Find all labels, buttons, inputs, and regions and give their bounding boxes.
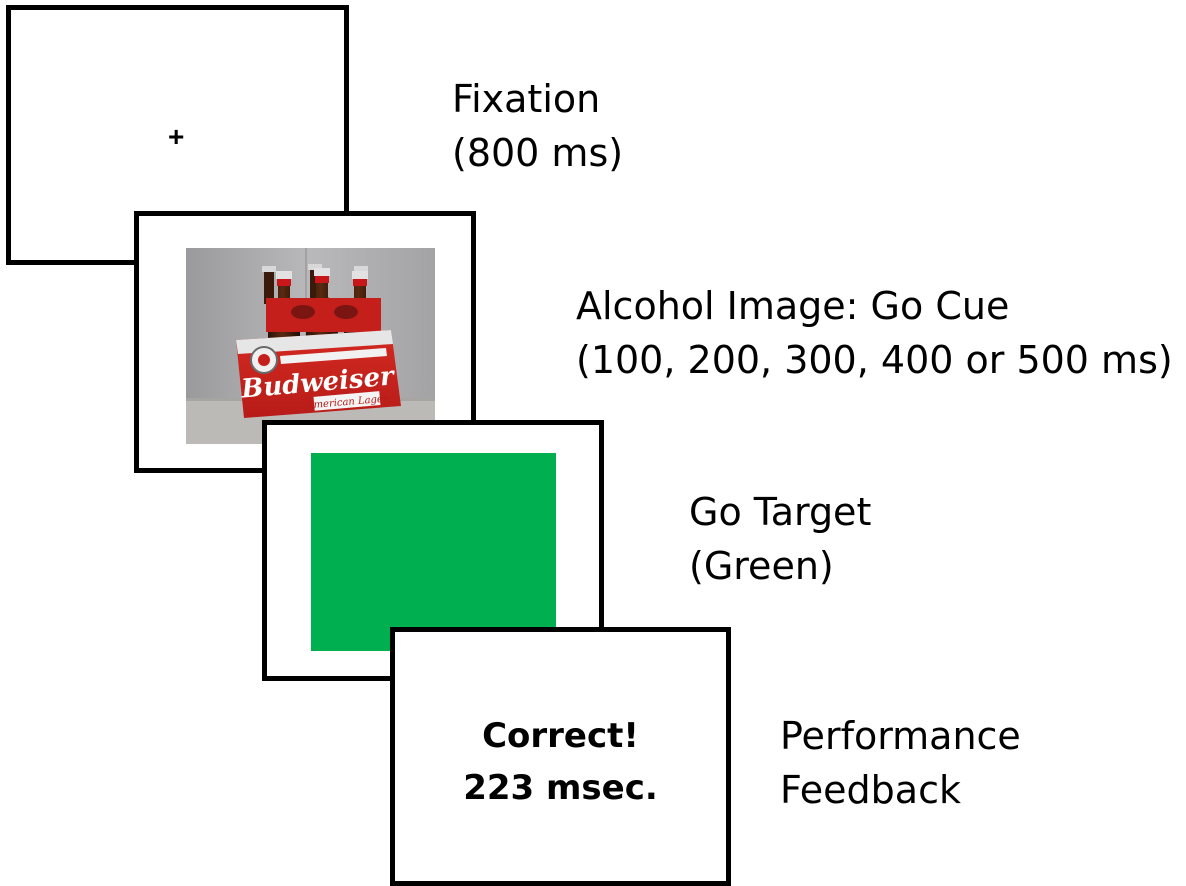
fixation-cross: + bbox=[168, 121, 185, 152]
beer-six-pack-image: Budweiser American Lager bbox=[186, 248, 435, 444]
feedback-label: Performance Feedback bbox=[780, 709, 1021, 817]
alcohol-cue-screen: Budweiser American Lager bbox=[134, 211, 476, 473]
feedback-label-line2: Feedback bbox=[780, 768, 961, 812]
feedback-screen: Correct! 223 msec. bbox=[390, 627, 731, 886]
go-target-screen bbox=[262, 420, 604, 681]
fixation-duration: (800 ms) bbox=[452, 131, 624, 175]
alcohol-cue-label: Alcohol Image: Go Cue (100, 200, 300, 40… bbox=[524, 279, 1173, 387]
green-target-rectangle bbox=[311, 453, 556, 651]
alcohol-cue-duration: (100, 200, 300, 400 or 500 ms) bbox=[576, 338, 1173, 382]
go-target-color: (Green) bbox=[689, 544, 834, 588]
feedback-correct-text: Correct! bbox=[482, 716, 639, 756]
feedback-message: Correct! 223 msec. bbox=[395, 710, 726, 814]
go-target-label: Go Target (Green) bbox=[637, 485, 871, 593]
feedback-label-line1: Performance bbox=[780, 714, 1021, 758]
go-target-title: Go Target bbox=[689, 490, 872, 534]
alcohol-cue-title: Alcohol Image: Go Cue bbox=[576, 284, 1010, 328]
fixation-title: Fixation bbox=[452, 77, 601, 121]
fixation-label: Fixation (800 ms) bbox=[398, 72, 623, 180]
feedback-rt-text: 223 msec. bbox=[463, 768, 658, 808]
